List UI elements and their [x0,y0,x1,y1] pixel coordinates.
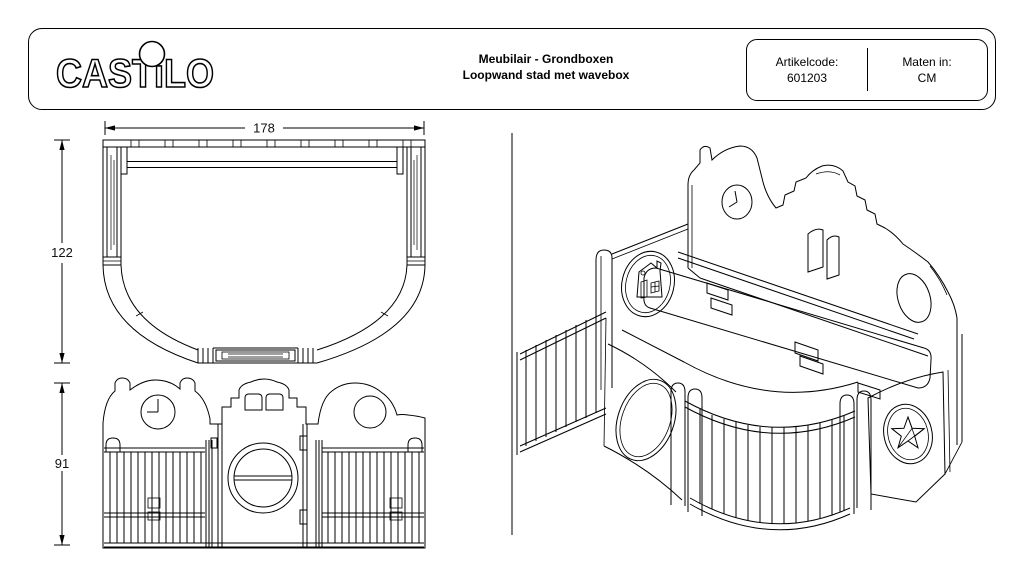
top-view-drawing: 178 122 [46,121,426,364]
spec-box-divider [867,48,868,91]
maten-label: Maten in: [902,55,952,69]
maten-cell: Maten in: CM [867,40,987,100]
dimension-width-value: 178 [253,121,275,136]
spec-box: Artikelcode: 601203 Maten in: CM [746,39,988,101]
sheet-title-line2: Loopwand stad met wavebox [462,68,630,82]
maten-value: CM [917,71,937,85]
dimension-height-value: 91 [55,456,69,471]
castilo-logo: CASTıLO [55,40,215,97]
artikelcode-label: Artikelcode: [775,55,839,69]
front-view-drawing: 91 [48,377,426,549]
title-block: CASTıLO Meubilair - Grondboxen Loopwand … [28,28,996,110]
logo-i-dot [138,40,166,68]
sheet-title-line1: Meubilair - Grondboxen [478,52,614,66]
artikelcode-cell: Artikelcode: 601203 [747,40,867,100]
artikelcode-value: 601203 [786,71,828,85]
logo-wordmark: CASTıLO [56,52,214,96]
dimension-depth-value: 122 [51,245,73,260]
dimension-height: 91 [48,382,76,546]
dimension-depth: 122 [46,139,78,364]
sheet-title: Meubilair - Grondboxen Loopwand stad met… [401,51,691,83]
iso-view-drawing [516,145,963,531]
dimension-width: 178 [104,121,425,136]
